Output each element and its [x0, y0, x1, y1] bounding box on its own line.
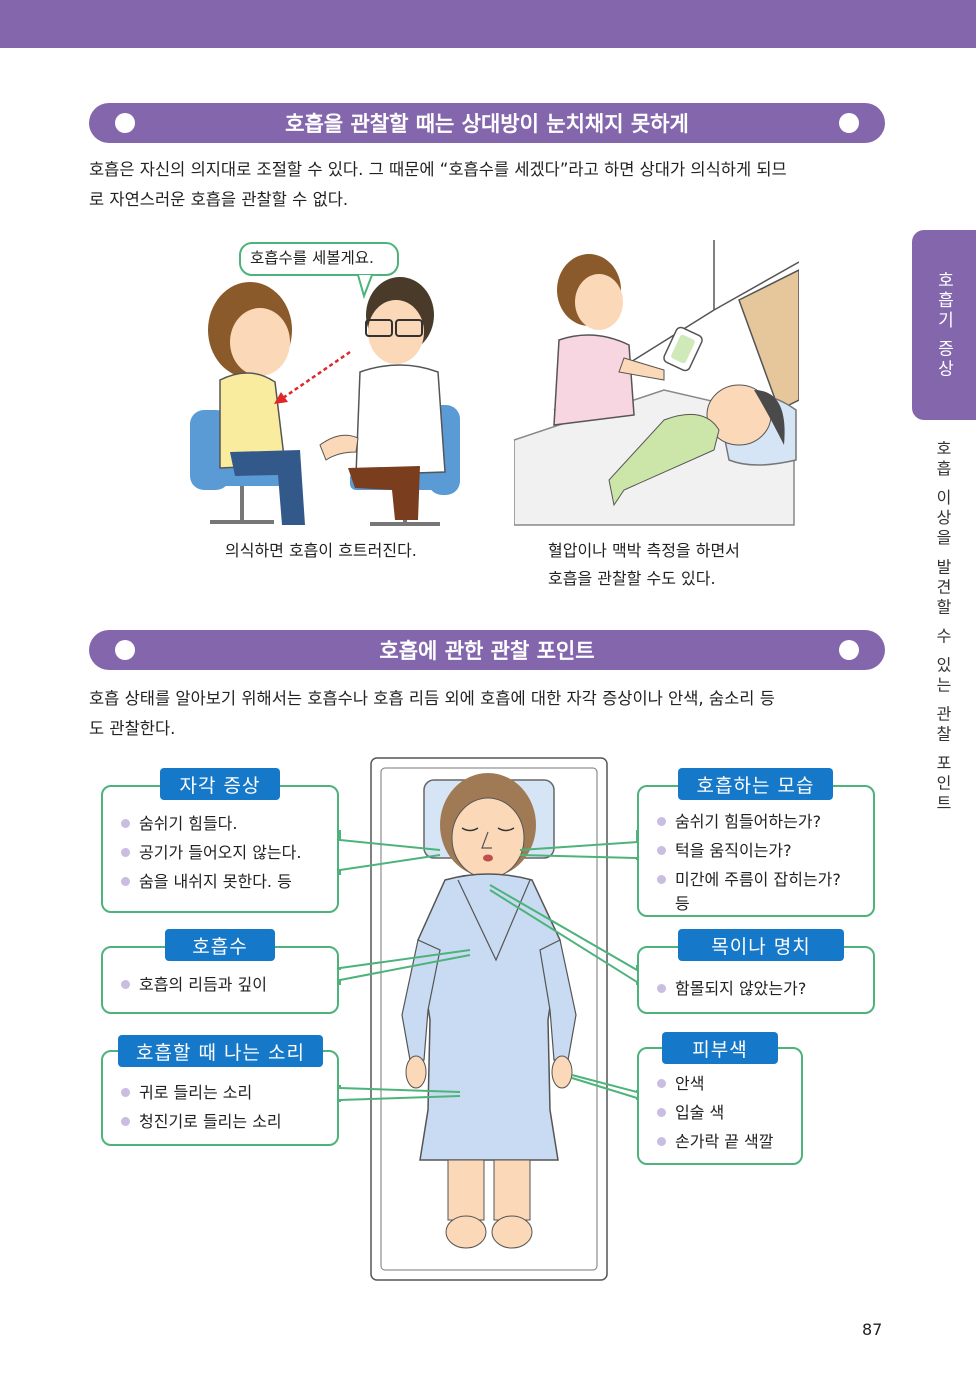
bed-frame-inner [380, 767, 598, 1271]
nurse-face [575, 274, 623, 330]
continued-text: 등 [675, 894, 690, 913]
speech-bubble-tail [357, 274, 373, 300]
caption-line: 혈압이나 맥박 측정을 하면서 [548, 541, 740, 560]
tag-skin-color: 피부색 [662, 1032, 778, 1064]
nurse-arm [618, 357, 665, 381]
illustration-counting-breaths [190, 242, 460, 526]
box-breathing-appearance: 숨쉬기 힘들어하는가? 턱을 움직이는가? 미간에 주름이 잡히는가? 등 [637, 785, 875, 917]
list-item: 함몰되지 않았는가? [653, 974, 806, 1003]
title-dot-left [115, 640, 135, 660]
face [451, 797, 525, 879]
caption-right: 혈압이나 맥박 측정을 하면서 호흡을 관찰할 수도 있다. [548, 537, 740, 593]
paragraph-line: 로 자연스러운 호흡을 관찰할 수 없다. [89, 190, 349, 209]
list-item-continued: 등 [653, 894, 841, 914]
paragraph-line: 호흡 상태를 알아보기 위해서는 호흡수나 호흡 리듬 외에 호흡에 대한 자각… [89, 689, 775, 708]
doctor-hand [319, 434, 359, 461]
list-item: 호흡의 리듬과 깊이 [117, 970, 267, 999]
glasses-right [395, 319, 423, 337]
patient-face [230, 308, 290, 376]
side-section-label: 호흡 이상을 발견할 수 있는 관찰 포인트 [933, 440, 952, 815]
bed-headboard [738, 269, 799, 412]
lying-patient-gown [608, 413, 720, 507]
arm-right-side [401, 939, 441, 1061]
list-item: 숨을 내쉬지 못한다. 등 [117, 867, 301, 896]
list-item: 공기가 들어오지 않는다. [117, 838, 301, 867]
title-dot-left [115, 113, 135, 133]
section-title-text: 호흡에 관한 관찰 포인트 [379, 639, 595, 663]
paragraph-line: 도 관찰한다. [89, 719, 176, 738]
watch-screen [671, 334, 695, 364]
page-number: 87 [862, 1320, 883, 1339]
title-dot-right [839, 113, 859, 133]
leg-right [493, 1159, 531, 1221]
lying-patient-hair [754, 390, 785, 445]
arm-left-side [539, 939, 577, 1061]
glasses-left [365, 319, 393, 337]
foot-left [445, 1215, 487, 1249]
tag-subjective-symptoms: 자각 증상 [160, 768, 280, 800]
list-item: 청진기로 들리는 소리 [117, 1107, 282, 1136]
speech-bubble [239, 242, 399, 276]
box-subjective-symptoms: 숨쉬기 힘들다. 공기가 들어오지 않는다. 숨을 내쉬지 못한다. 등 [101, 785, 339, 913]
caption-left: 의식하면 호흡이 흐트러진다. [225, 541, 417, 560]
list-item: 숨쉬기 힘들어하는가? [653, 807, 841, 836]
arrow-line [279, 350, 351, 402]
list-item: 숨쉬기 힘들다. [117, 809, 301, 838]
foot-right [491, 1215, 533, 1249]
section-title-text: 호흡을 관찰할 때는 상대방이 눈치채지 못하게 [285, 112, 689, 136]
box-skin-color: 안색 입술 색 손가락 끝 색깔 [637, 1047, 803, 1165]
side-tab-label: 호흡기 증상 [933, 270, 954, 380]
title-dot-right [839, 640, 859, 660]
list-item: 턱을 움직이는가? [653, 836, 841, 865]
gown [417, 873, 561, 1161]
list-item: 입술 색 [653, 1098, 774, 1127]
tag-breathing-appearance: 호흡하는 모습 [678, 768, 833, 800]
section-title-observation-points: 호흡에 관한 관찰 포인트 [89, 630, 885, 670]
section-title-observe-breathing: 호흡을 관찰할 때는 상대방이 눈치채지 못하게 [89, 103, 885, 143]
paragraph-line: 호흡은 자신의 의지대로 조절할 수 있다. 그 때문에 “호흡수를 세겠다”라… [89, 160, 787, 179]
caption-line: 호흡을 관찰할 수도 있다. [548, 569, 716, 588]
side-tab-chapter: 호흡기 증상 [912, 230, 976, 420]
doctor-coat [355, 364, 446, 476]
mouth [483, 854, 493, 862]
hand-right [551, 1055, 573, 1089]
doctor-pants [348, 466, 420, 520]
section2-paragraph: 호흡 상태를 알아보기 위해서는 호흡수나 호흡 리듬 외에 호흡에 대한 자각… [89, 684, 889, 744]
arrow-head [274, 392, 288, 404]
list-item: 귀로 들리는 소리 [117, 1078, 282, 1107]
top-banner [0, 0, 976, 48]
patient-jeans [230, 450, 305, 525]
illustration-nurse-measuring [514, 240, 799, 526]
hand-left [405, 1055, 427, 1089]
list-item: 미간에 주름이 잡히는가? [653, 865, 841, 894]
section1-paragraph: 호흡은 자신의 의지대로 조절할 수 있다. 그 때문에 “호흡수를 세겠다”라… [89, 155, 889, 215]
leg-left [447, 1159, 485, 1221]
nurse-uniform [553, 334, 635, 426]
tag-breathing-sounds: 호흡할 때 나는 소리 [118, 1035, 323, 1067]
list-item: 안색 [653, 1069, 774, 1098]
list-item: 손가락 끝 색깔 [653, 1127, 774, 1156]
speech-bubble-text: 호흡수를 세볼게요. [250, 249, 374, 267]
tag-neck-epigastrium: 목이나 명치 [678, 929, 844, 961]
tag-respiratory-rate: 호흡수 [165, 929, 275, 961]
